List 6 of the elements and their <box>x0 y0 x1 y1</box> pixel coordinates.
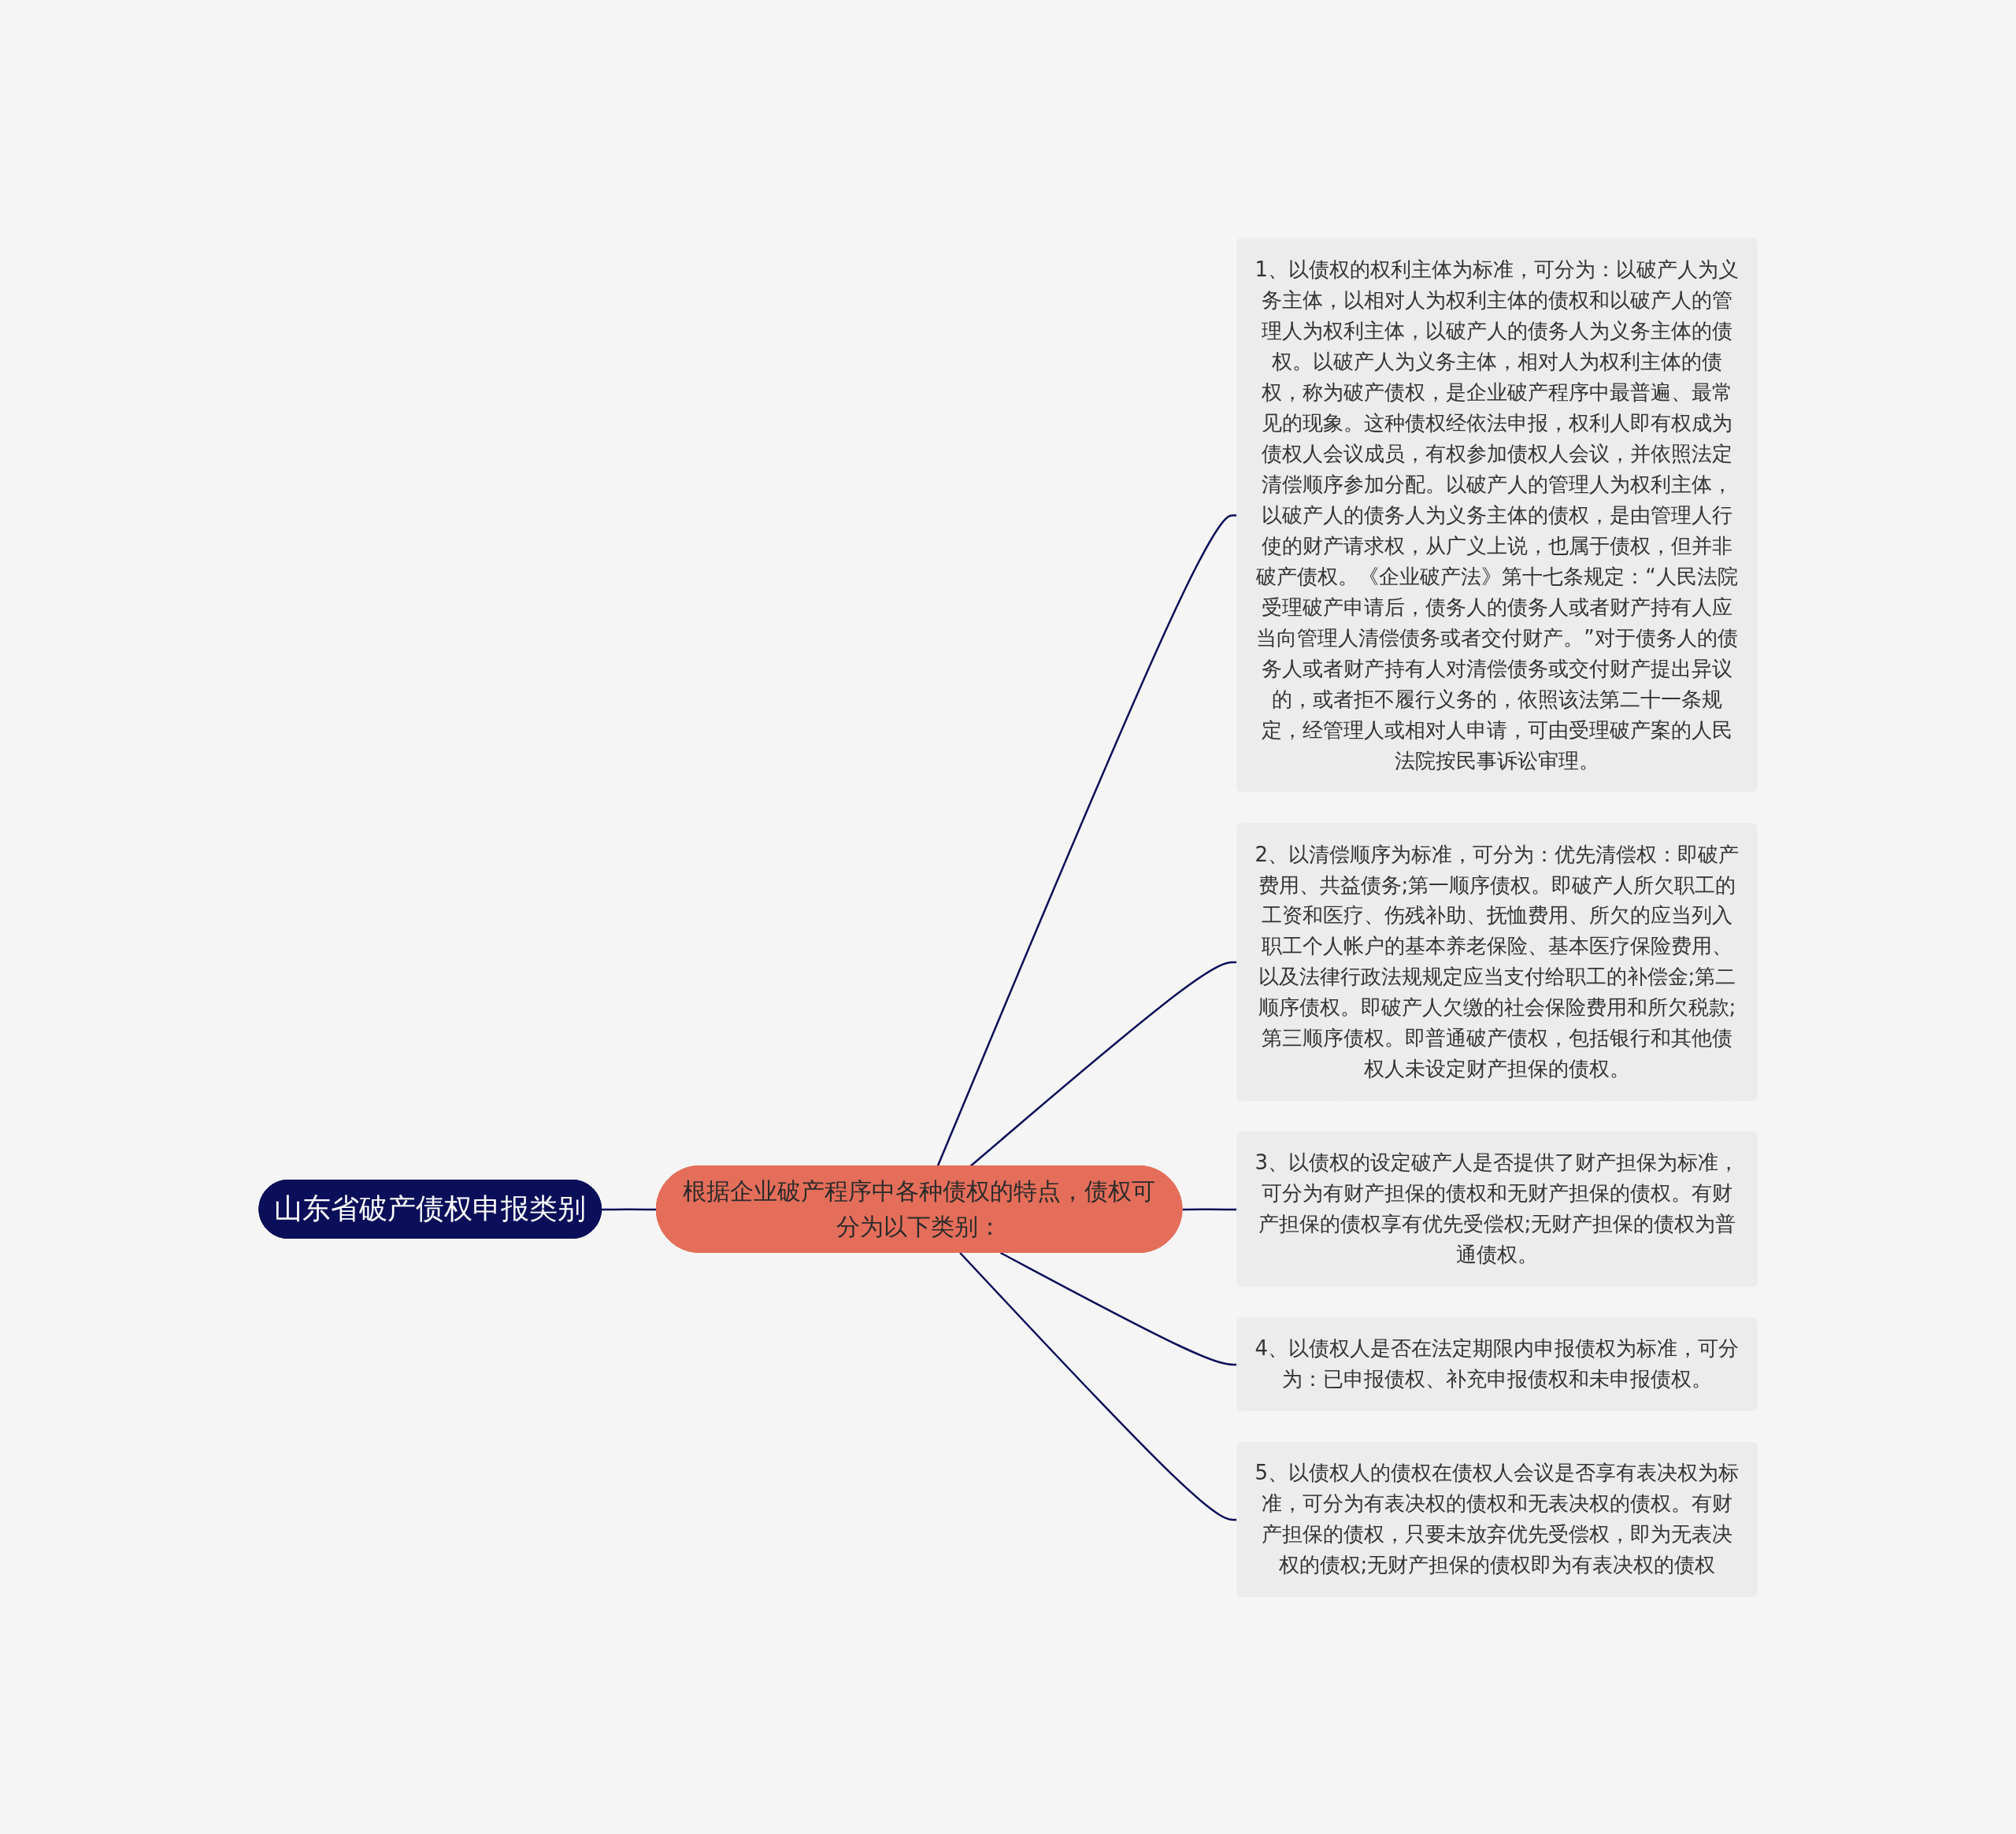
connector <box>1000 1251 1238 1365</box>
connector <box>602 1207 657 1210</box>
connector <box>936 513 1238 1166</box>
connector <box>969 961 1238 1167</box>
connector <box>1182 1207 1238 1210</box>
connector <box>959 1251 1238 1521</box>
